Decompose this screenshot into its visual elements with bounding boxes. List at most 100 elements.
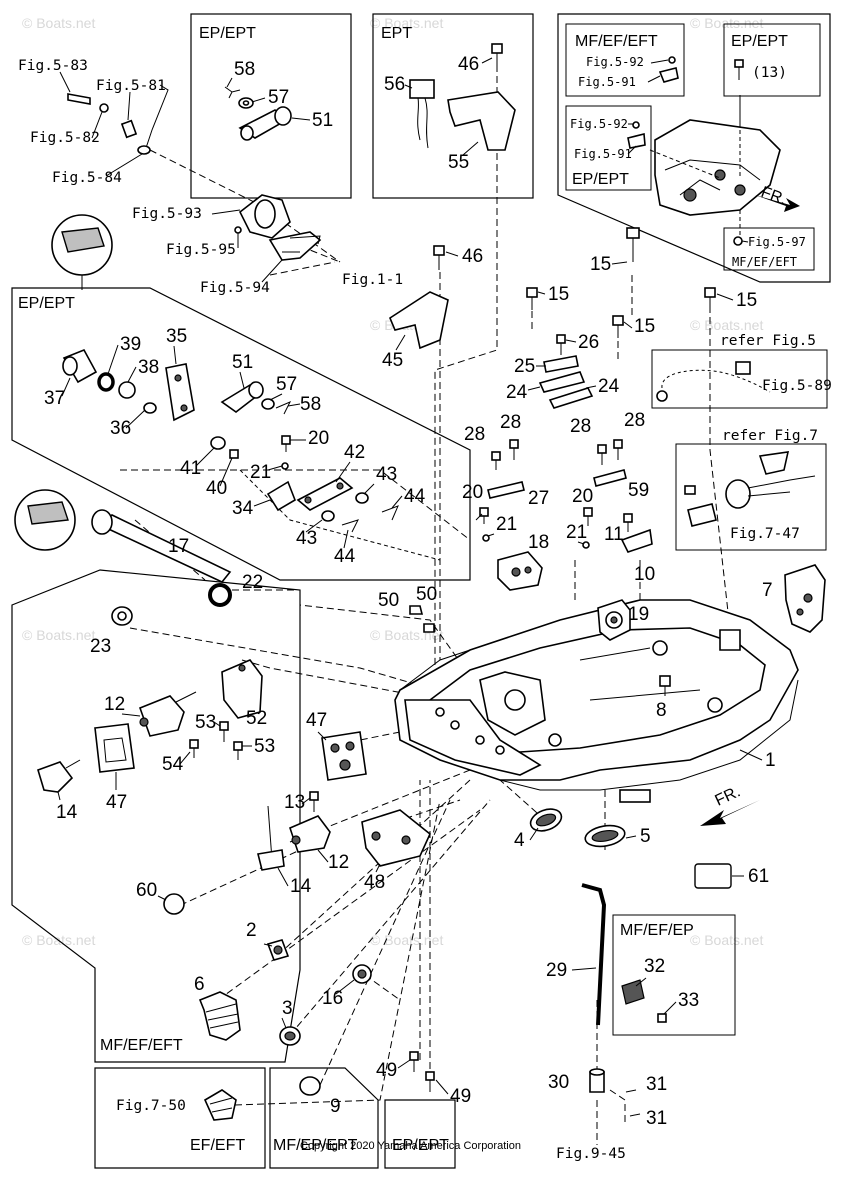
fig-ref-1-1: Fig.1-1 [342, 272, 403, 288]
part-6-boot [198, 991, 241, 1041]
part-29-rod [581, 883, 607, 1026]
part-42-link [296, 477, 354, 511]
part-35-lever [165, 363, 195, 422]
svg-text:© Boats.net: © Boats.net [370, 15, 443, 31]
callout-3: 3 [282, 998, 293, 1019]
callout-20-c: 20 [572, 486, 593, 507]
callout-43-a: 43 [376, 464, 397, 485]
frame-top-ept [372, 13, 534, 199]
callout-53-a: 53 [195, 712, 216, 733]
label-mf-ef-eft-bottom: MF/EF/EFT [100, 1037, 183, 1054]
callout-20-a: 20 [308, 428, 329, 449]
frame-ef-eft [94, 1067, 266, 1169]
callout-21-b: 21 [496, 514, 517, 535]
inset-circle-lower [14, 489, 76, 551]
part-43-washers [321, 492, 369, 522]
part-11-bolt [623, 513, 633, 532]
part-51-bushing-left [220, 381, 264, 413]
callout-40: 40 [206, 478, 227, 499]
callout-28-b: 28 [500, 412, 521, 433]
svg-text:© Boats.net: © Boats.net [22, 15, 95, 31]
callout-51-left: 51 [232, 352, 253, 373]
callout-50-a: 50 [378, 590, 399, 611]
part-48-bracket [361, 809, 431, 867]
callout-58: 58 [234, 59, 255, 80]
callout-55: 55 [448, 152, 469, 173]
callout-15-a: 15 [590, 254, 611, 275]
callout-31-b: 31 [646, 1108, 667, 1129]
label-refer-fig5: refer Fig.5 [720, 333, 816, 349]
label-ef-eft: EF/EFT [190, 1137, 245, 1154]
part-44-clips [341, 505, 399, 533]
part-60-plug [163, 893, 185, 915]
callout-10: 10 [634, 564, 655, 585]
part-22-oring [208, 583, 232, 607]
callout-33: 33 [678, 990, 699, 1011]
part-61-label [694, 863, 732, 889]
part-46-bolt [491, 43, 503, 72]
part-45-cable-guide [389, 291, 449, 350]
svg-text:© Boats.net: © Boats.net [370, 932, 443, 948]
callout-44-b: 44 [334, 546, 356, 567]
callout-7: 7 [762, 580, 773, 601]
callout-4: 4 [514, 830, 525, 851]
frame-mf-ef-eft-inset [723, 227, 815, 271]
callout-25: 25 [514, 356, 535, 377]
fig-ref-5-92-top: Fig.5-92 [586, 55, 644, 69]
callout-49-b: 49 [450, 1086, 471, 1107]
fig-ref-9-45: Fig.9-45 [556, 1146, 626, 1162]
part-4-grommet [529, 808, 563, 832]
part-34-bracket [266, 480, 296, 512]
fig-ref-7-50: Fig.7-50 [116, 1098, 186, 1114]
callout-42: 42 [344, 442, 365, 463]
part-47-cover-center [321, 731, 367, 781]
callout-38: 38 [138, 357, 159, 378]
part-3-grommet [279, 1026, 301, 1046]
callout-51: 51 [312, 110, 333, 131]
part-57-washer-left [261, 398, 275, 410]
part-37-bushing [62, 348, 98, 384]
frame-mf-ef-eft-top [565, 23, 685, 97]
part-14-plug-left [37, 759, 81, 793]
label-ep-ept-left: EP/EPT [18, 295, 75, 312]
copyright-notice: Copyright 2020 Yamaha America Corporatio… [300, 1140, 521, 1152]
callout-49-a: 49 [376, 1060, 397, 1081]
fig-ref-5-84: Fig.5-84 [52, 170, 122, 186]
fig-ref-5-91-inset: Fig.5-91 [574, 147, 632, 161]
callout-20-b: 20 [462, 482, 483, 503]
callout-28-d: 28 [624, 410, 645, 431]
callout-14-left: 14 [56, 802, 78, 823]
part-7-side-cover [784, 564, 826, 633]
callout-21-a: 21 [250, 462, 271, 483]
callout-57: 57 [268, 87, 289, 108]
part-56-switch [409, 79, 435, 149]
callout-34: 34 [232, 498, 254, 519]
harness-fig7-47 [684, 451, 816, 527]
callout-54: 54 [162, 754, 184, 775]
part-23-grommet [111, 606, 133, 626]
callout-47-left: 47 [106, 792, 127, 813]
fig-ref-7-47: Fig.7-47 [730, 526, 800, 542]
callout-47-center: 47 [306, 710, 327, 731]
grommet-fig5-89 [656, 361, 771, 402]
svg-text:© Boats.net: © Boats.net [690, 15, 763, 31]
inset-circle-upper [51, 214, 113, 290]
frame-top-right [557, 13, 831, 283]
frame-ep-ept-inset [565, 105, 652, 191]
callout-35: 35 [166, 326, 187, 347]
part-12-switch-center [289, 815, 331, 853]
callout-2: 2 [246, 920, 257, 941]
frame-mf-ef-eft-bottom [11, 569, 301, 1063]
callout-8: 8 [656, 700, 667, 721]
part-33-screw [657, 1013, 667, 1023]
callout-61: 61 [748, 866, 769, 887]
callout-28-c: 28 [570, 416, 591, 437]
boot-fig7-50 [203, 1089, 237, 1121]
label-ep-ept-bottom: EP/EPT [392, 1137, 449, 1154]
part-18-switch [497, 551, 543, 591]
part-38-collar [118, 381, 136, 399]
part-39-oring [97, 372, 115, 392]
part-57-washer [238, 97, 254, 109]
callout-31-a: 31 [646, 1074, 667, 1095]
callout-18: 18 [528, 532, 549, 553]
